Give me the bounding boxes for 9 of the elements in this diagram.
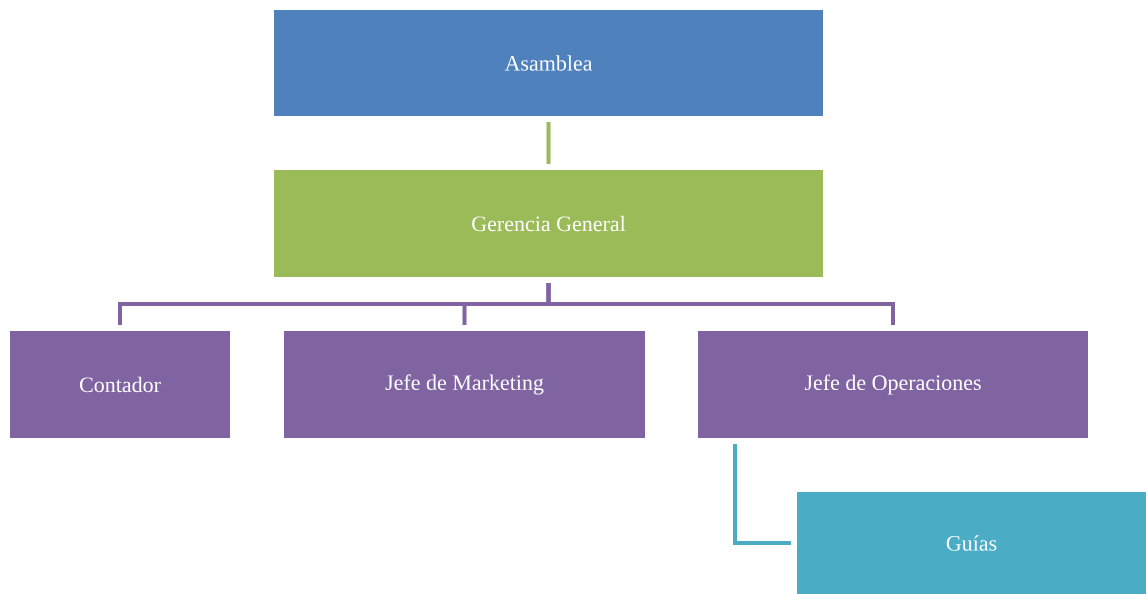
org-box: Jefe de Operaciones [698, 331, 1088, 438]
connector-line [546, 283, 895, 325]
org-box: Jefe de Marketing [284, 331, 645, 438]
connector-line [733, 444, 791, 545]
connector-line [546, 122, 551, 164]
org-box: Contador [10, 331, 230, 438]
org-box: Gerencia General [274, 170, 823, 277]
org-box: Asamblea [274, 10, 823, 116]
org-box: Guías [797, 492, 1146, 594]
